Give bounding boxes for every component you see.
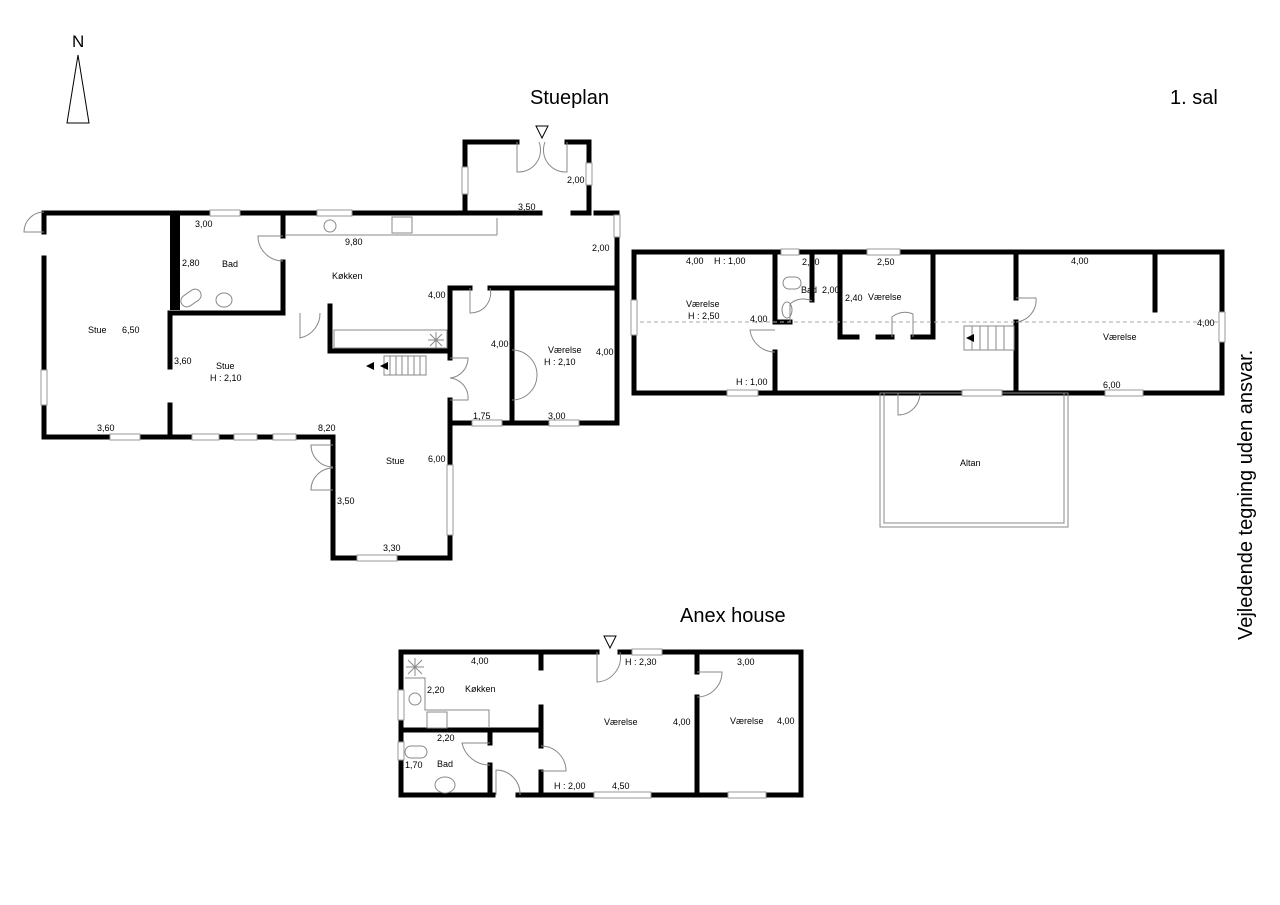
room-label: Værelse xyxy=(604,717,638,727)
sink-icon xyxy=(408,692,422,706)
toilet-icon xyxy=(215,292,233,308)
chimney-icon xyxy=(406,658,424,676)
dimension-label: 6,00 xyxy=(1103,380,1121,390)
room-label: Stue xyxy=(216,361,235,371)
room-label: Køkken xyxy=(332,271,363,281)
bathtub-icon xyxy=(180,288,202,308)
room-label: Bad xyxy=(437,759,453,769)
dimension-label: 4,00 xyxy=(750,314,768,324)
dimension-label: 4,50 xyxy=(612,781,630,791)
chimney-icon xyxy=(428,332,444,348)
dimension-label: 2,20 xyxy=(437,733,455,743)
dimension-label: 3,60 xyxy=(97,423,115,433)
room-label: Bad xyxy=(801,285,817,295)
dimension-label: H : 2,30 xyxy=(625,657,657,667)
dimension-label: 3,00 xyxy=(195,219,213,229)
dimension-label: 2,00 xyxy=(822,285,840,295)
dimension-label: 4,00 xyxy=(596,347,614,357)
room-label: Altan xyxy=(960,458,981,468)
toilet-icon xyxy=(782,276,802,290)
room-label: Stue xyxy=(386,456,405,466)
first-floor-plan xyxy=(630,248,1226,528)
north-label: N xyxy=(72,32,84,51)
entrance-marker-icon xyxy=(603,635,617,650)
dimension-label: 3,50 xyxy=(337,496,355,506)
dimension-label: 2,00 xyxy=(567,175,585,185)
dimension-label: 4,00 xyxy=(428,290,446,300)
dimension-label: 9,80 xyxy=(345,237,363,247)
dimension-label: 4,00 xyxy=(1197,318,1215,328)
stove-icon xyxy=(391,216,413,234)
dimension-label: 4,00 xyxy=(1071,256,1089,266)
dimension-label: 4,00 xyxy=(491,339,509,349)
height-label: H : 2,10 xyxy=(210,373,242,383)
dimension-label: 4,00 xyxy=(471,656,489,666)
room-label: Værelse xyxy=(730,716,764,726)
dimension-label: 2,20 xyxy=(427,685,445,695)
dimension-label: 3,60 xyxy=(174,356,192,366)
annex-labels: Køkken Bad Værelse Værelse 4,00 2,20 2,2… xyxy=(405,656,795,791)
dimension-label: 6,00 xyxy=(428,454,446,464)
stueplan-labels: Stue Bad Køkken Stue H : 2,10 Værelse H … xyxy=(88,175,614,553)
dimension-label: 3,00 xyxy=(737,657,755,667)
stove-icon xyxy=(426,711,448,729)
toilet-icon xyxy=(404,745,428,759)
dimension-label: 4,00 xyxy=(686,256,704,266)
annex-plan xyxy=(397,635,804,799)
first-floor-title: 1. sal xyxy=(1170,87,1218,109)
dimension-label: 2,50 xyxy=(877,257,895,267)
room-label: Værelse xyxy=(1103,332,1137,342)
room-label: Værelse xyxy=(868,292,902,302)
dimension-label: 3,30 xyxy=(383,543,401,553)
stueplan-title: Stueplan xyxy=(530,87,609,109)
room-label: Stue xyxy=(88,325,107,335)
dimension-label: H : 1,00 xyxy=(736,377,768,387)
room-label: Køkken xyxy=(465,684,496,694)
room-label: Værelse xyxy=(686,299,720,309)
entrance-marker-icon xyxy=(535,125,549,140)
disclaimer-text: Vejledende tegning uden ansvar. xyxy=(1235,350,1257,640)
shower-icon xyxy=(434,776,456,794)
dimension-label: 4,00 xyxy=(777,716,795,726)
height-label: H : 2,50 xyxy=(688,311,720,321)
stairs-icon xyxy=(366,355,427,376)
dimension-label: 2,00 xyxy=(592,243,610,253)
dimension-label: 1,70 xyxy=(405,760,423,770)
dimension-label: 3,50 xyxy=(518,202,536,212)
room-label: Bad xyxy=(222,259,238,269)
sink-icon xyxy=(323,219,337,233)
first-floor-labels: Værelse H : 2,50 Bad Værelse Værelse Alt… xyxy=(686,256,1215,468)
dimension-label: 4,00 xyxy=(673,717,691,727)
dimension-label: 6,50 xyxy=(122,325,140,335)
dimension-label: 8,20 xyxy=(318,423,336,433)
stairs-icon xyxy=(963,325,1015,351)
dimension-label: H : 1,00 xyxy=(714,256,746,266)
north-arrow-icon: N xyxy=(66,32,90,124)
annex-title: Anex house xyxy=(680,605,786,627)
dimension-label: 3,00 xyxy=(548,411,566,421)
room-label: Værelse xyxy=(548,345,582,355)
dimension-label: 2,40 xyxy=(845,293,863,303)
height-label: H : 2,10 xyxy=(544,357,576,367)
dimension-label: 2,80 xyxy=(182,258,200,268)
dimension-label: H : 2,00 xyxy=(554,781,586,791)
sink-icon xyxy=(781,301,793,319)
stueplan-plan xyxy=(23,125,621,562)
dimension-label: 1,75 xyxy=(473,411,491,421)
dimension-label: 2,00 xyxy=(802,257,820,267)
